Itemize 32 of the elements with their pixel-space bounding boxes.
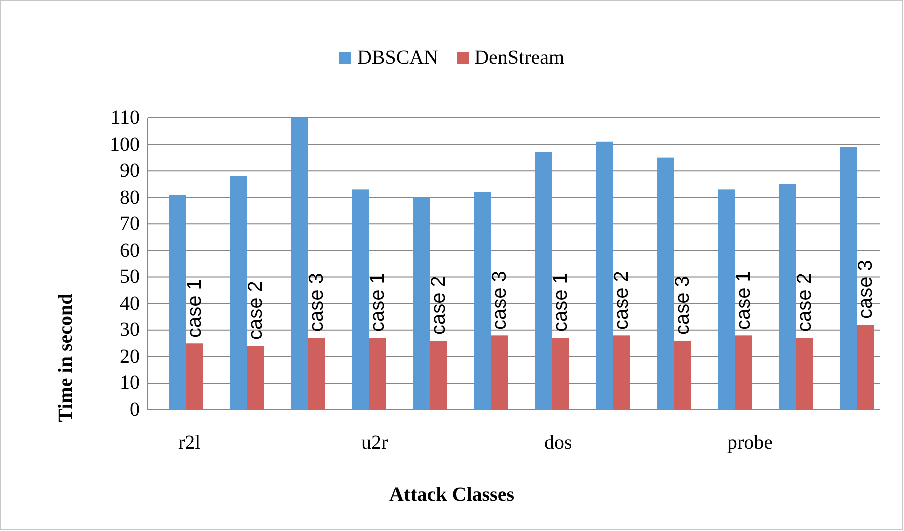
- axis-title: Time in second: [56, 294, 76, 422]
- category-label: case 1: [734, 270, 754, 330]
- tick-label: 20: [120, 346, 140, 367]
- category-label: case 3: [307, 273, 327, 332]
- tick-label: 40: [120, 294, 140, 314]
- category-label: case 2: [612, 270, 632, 330]
- group-label: r2l: [178, 433, 201, 453]
- group-label: dos: [544, 433, 572, 453]
- tick-label: 100: [110, 134, 140, 155]
- axis-title: Attack Classes: [388, 485, 516, 505]
- tick-label: 60: [120, 240, 140, 261]
- tick-label: 50: [120, 267, 140, 288]
- category-label: case 1: [185, 278, 205, 338]
- tick-label: 0: [130, 400, 140, 420]
- category-label: case 2: [246, 281, 266, 340]
- tick-label: 110: [110, 108, 140, 128]
- category-label: case 3: [856, 260, 876, 320]
- group-label: probe: [728, 433, 774, 453]
- category-label: case 1: [368, 273, 388, 332]
- tick-label: 90: [120, 161, 140, 182]
- group-label: u2r: [362, 433, 388, 453]
- category-label: case 3: [673, 276, 693, 335]
- category-label: case 2: [429, 276, 449, 335]
- tick-label: 10: [120, 373, 140, 394]
- tick-label: 80: [120, 188, 140, 208]
- tick-label: 70: [120, 214, 140, 234]
- legend-label: DBSCAN: [357, 48, 439, 68]
- category-label: case 1: [551, 273, 571, 332]
- category-label: case 2: [795, 273, 815, 332]
- category-label: case 3: [490, 270, 510, 330]
- tick-label: 30: [120, 320, 140, 340]
- legend-label: DenStream: [474, 48, 565, 68]
